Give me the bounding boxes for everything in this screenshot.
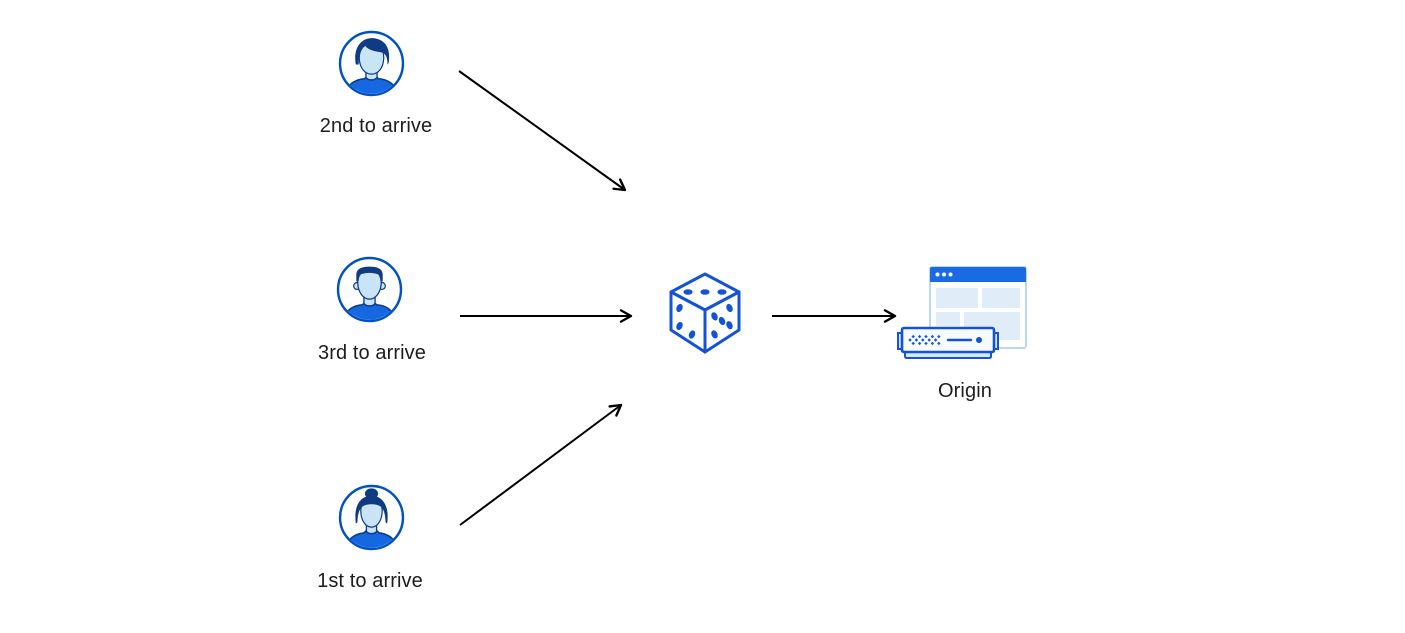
visitor-third-label: 3rd to arrive: [317, 342, 426, 364]
arrow-second-to-dice: [458, 70, 627, 192]
visitor-first-node: [338, 484, 405, 556]
server-icon: [897, 326, 999, 359]
visitor-second-label: 2nd to arrive: [319, 115, 433, 137]
visitor-first-label: 1st to arrive: [317, 570, 423, 592]
avatar-man-swept-hair-icon: [338, 30, 405, 97]
visitor-second-node: [338, 30, 405, 102]
origin-server-browser-icon: [897, 266, 1027, 359]
dice-icon: [669, 272, 741, 354]
arrow-first-to-dice: [459, 403, 623, 526]
visitor-third-node: [336, 256, 403, 328]
avatar-man-flat-top-icon: [336, 256, 403, 323]
dice-node: [666, 271, 744, 360]
origin-node: [896, 263, 1030, 370]
avatar-woman-bun-icon: [338, 484, 405, 551]
origin-label: Origin: [938, 380, 992, 402]
